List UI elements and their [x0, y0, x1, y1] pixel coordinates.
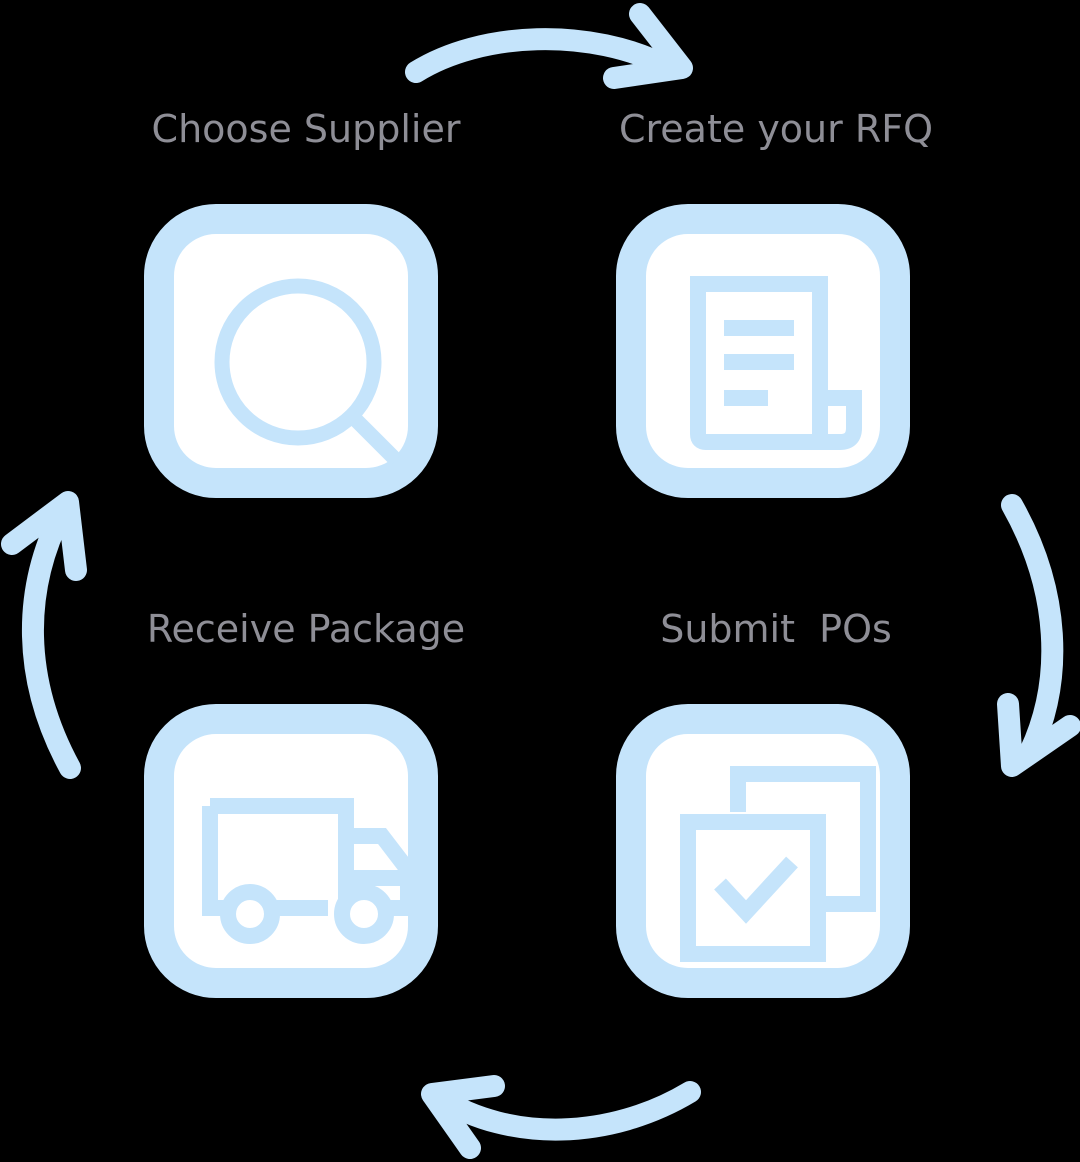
- delivery-truck-icon: [202, 798, 416, 944]
- arrow-right: [997, 494, 1080, 777]
- step-label-submit-pos: Submit POs: [660, 607, 892, 651]
- tile-choose-supplier: [144, 204, 438, 498]
- tile-submit-pos: [616, 704, 910, 998]
- tile-create-rfq: [616, 204, 910, 498]
- step-label-receive-package: Receive Package: [146, 607, 466, 651]
- arrow-top: [405, 3, 693, 89]
- arrow-bottom: [421, 1075, 701, 1159]
- document-icon: [690, 276, 862, 450]
- step-label-create-rfq: Create your RFQ: [618, 107, 934, 151]
- step-label-choose-supplier: Choose Supplier: [151, 107, 461, 151]
- arrow-left: [1, 491, 87, 779]
- search-icon: [214, 278, 402, 466]
- tile-receive-package: [144, 704, 438, 998]
- checked-documents-icon: [680, 766, 876, 962]
